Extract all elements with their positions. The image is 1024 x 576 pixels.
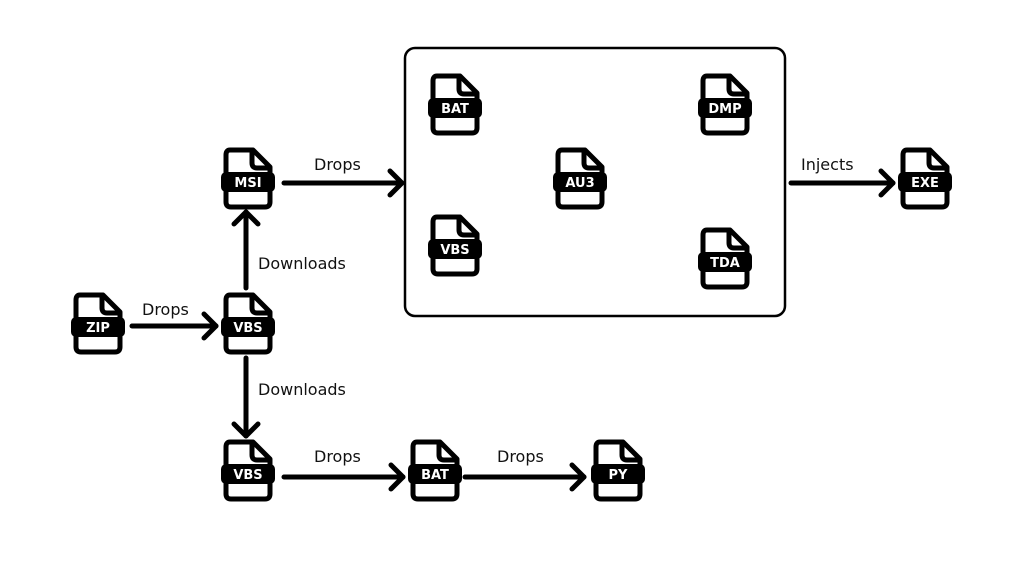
file-type-label: ZIP [86,321,110,336]
edge-label: Drops [314,447,361,466]
edge-bat-to-py [462,462,587,492]
edge-group-to-exe [788,168,896,198]
group-box [403,46,787,318]
file-node-msi: MSI [221,147,275,210]
file-type-label: TDA [710,256,740,271]
edge-label: Downloads [258,254,346,273]
file-type-label: VBS [440,243,469,258]
file-node-box-bat: BAT [428,73,482,136]
file-type-label: VBS [233,468,262,483]
edge-msi-to-group [281,168,405,198]
edge-zip-to-vbs [129,311,219,341]
file-type-label: PY [609,468,629,483]
file-type-label: EXE [911,176,939,191]
file-label-band [553,172,607,192]
file-label-band [591,464,645,484]
edge-label: Injects [801,155,854,174]
file-type-label: MSI [234,176,261,191]
file-label-band [428,239,482,259]
edge-vbs-to-vbs-lower [231,355,261,439]
edge-vbs-to-msi [231,209,261,291]
file-label-band [408,464,462,484]
file-node-box-vbs: VBS [428,214,482,277]
edge-vbs-lower-to-bat [281,462,406,492]
file-node-box-tda: TDA [698,227,752,290]
file-type-label: BAT [441,102,469,117]
file-label-band [698,98,752,118]
file-type-label: BAT [421,468,449,483]
edge-label: Downloads [258,380,346,399]
file-type-label: AU3 [565,176,594,191]
file-node-exe: EXE [898,147,952,210]
file-label-band [221,317,275,337]
file-label-band [698,252,752,272]
file-node-zip: ZIP [71,292,125,355]
file-node-vbs-lower: VBS [221,439,275,502]
file-label-band [71,317,125,337]
file-node-py: PY [591,439,645,502]
file-label-band [221,464,275,484]
file-type-label: VBS [233,321,262,336]
file-node-box-au3: AU3 [553,147,607,210]
file-label-band [221,172,275,192]
file-type-label: DMP [708,102,741,117]
file-node-vbs-main: VBS [221,292,275,355]
file-label-band [898,172,952,192]
edge-label: Drops [142,300,189,319]
file-label-band [428,98,482,118]
file-node-box-dmp: DMP [698,73,752,136]
edge-label: Drops [497,447,544,466]
file-node-bat-lower: BAT [408,439,462,502]
edge-label: Drops [314,155,361,174]
